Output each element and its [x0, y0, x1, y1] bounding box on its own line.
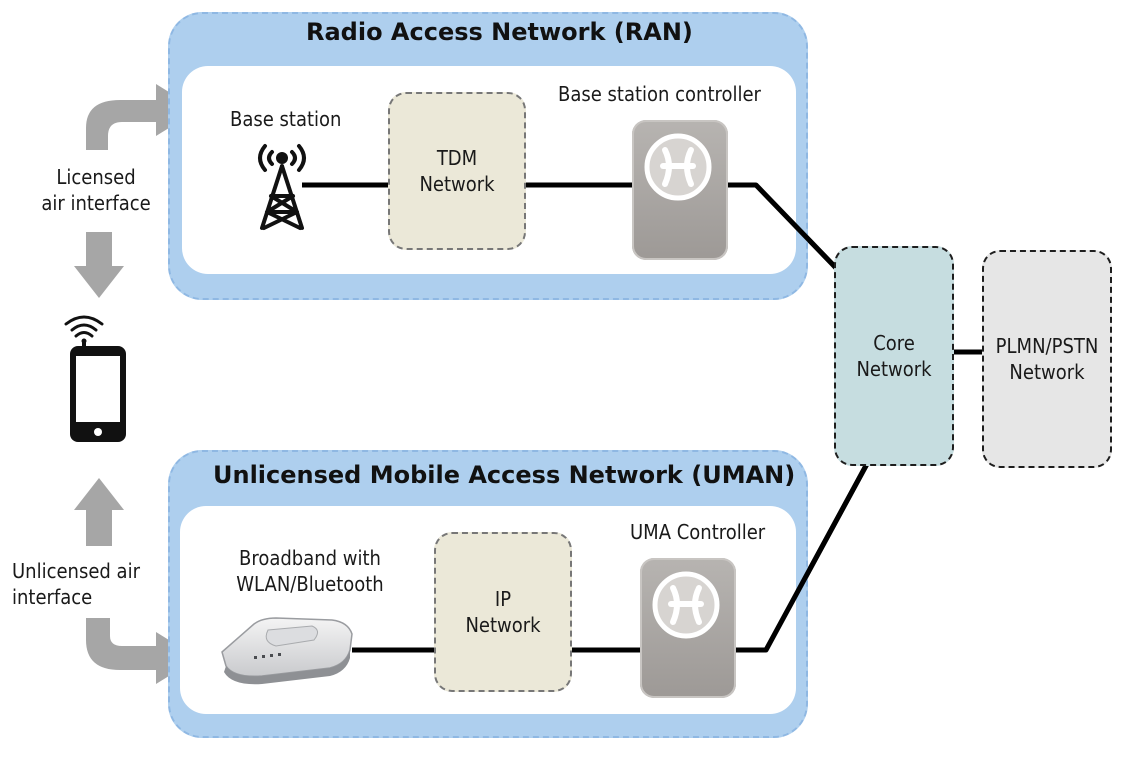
- broadband-label-line1: Broadband with: [239, 546, 381, 570]
- core-network-box: Core Network: [834, 246, 954, 466]
- base-station-controller-label: Base station controller: [558, 82, 761, 106]
- base-station-controller-device: [632, 120, 728, 260]
- plmn-network-label-line1: PLMN/PSTN: [995, 334, 1099, 358]
- licensed-label-line1: Licensed: [56, 165, 136, 189]
- base-station-label: Base station: [230, 107, 342, 131]
- ran-title: Radio Access Network (RAN): [306, 18, 693, 46]
- arrow-icon: [74, 232, 124, 298]
- plmn-network-label-line2: Network: [1009, 360, 1085, 384]
- licensed-air-interface-label: Licensed air interface: [33, 164, 159, 216]
- broadband-label-line2: WLAN/Bluetooth: [236, 572, 384, 596]
- arrow-icon: [74, 478, 124, 546]
- core-network-label-line2: Network: [856, 357, 932, 381]
- tdm-network-box: TDM Network: [388, 92, 526, 250]
- unlicensed-label-line1: Unlicensed air: [12, 559, 140, 583]
- switch-emblem-icon: [652, 571, 720, 639]
- uma-controller-label: UMA Controller: [630, 520, 766, 544]
- switch-emblem-icon: [644, 133, 712, 201]
- tdm-network-label-line2: Network: [419, 172, 495, 196]
- ip-network-box: IP Network: [434, 532, 572, 692]
- unlicensed-air-interface-label: Unlicensed air interface: [12, 558, 140, 610]
- uman-title: Unlicensed Mobile Access Network (UMAN): [213, 461, 796, 489]
- tdm-network-label-line1: TDM: [436, 146, 478, 170]
- uma-controller-device: [640, 558, 736, 698]
- licensed-label-line2: air interface: [41, 191, 151, 215]
- ip-network-label-line2: Network: [465, 613, 541, 637]
- broadband-label: Broadband with WLAN/Bluetooth: [222, 545, 398, 597]
- plmn-pstn-network-box: PLMN/PSTN Network: [982, 250, 1112, 468]
- ip-network-label-line1: IP: [494, 587, 512, 611]
- core-network-label-line1: Core: [873, 331, 915, 355]
- unlicensed-label-line2: interface: [12, 585, 93, 609]
